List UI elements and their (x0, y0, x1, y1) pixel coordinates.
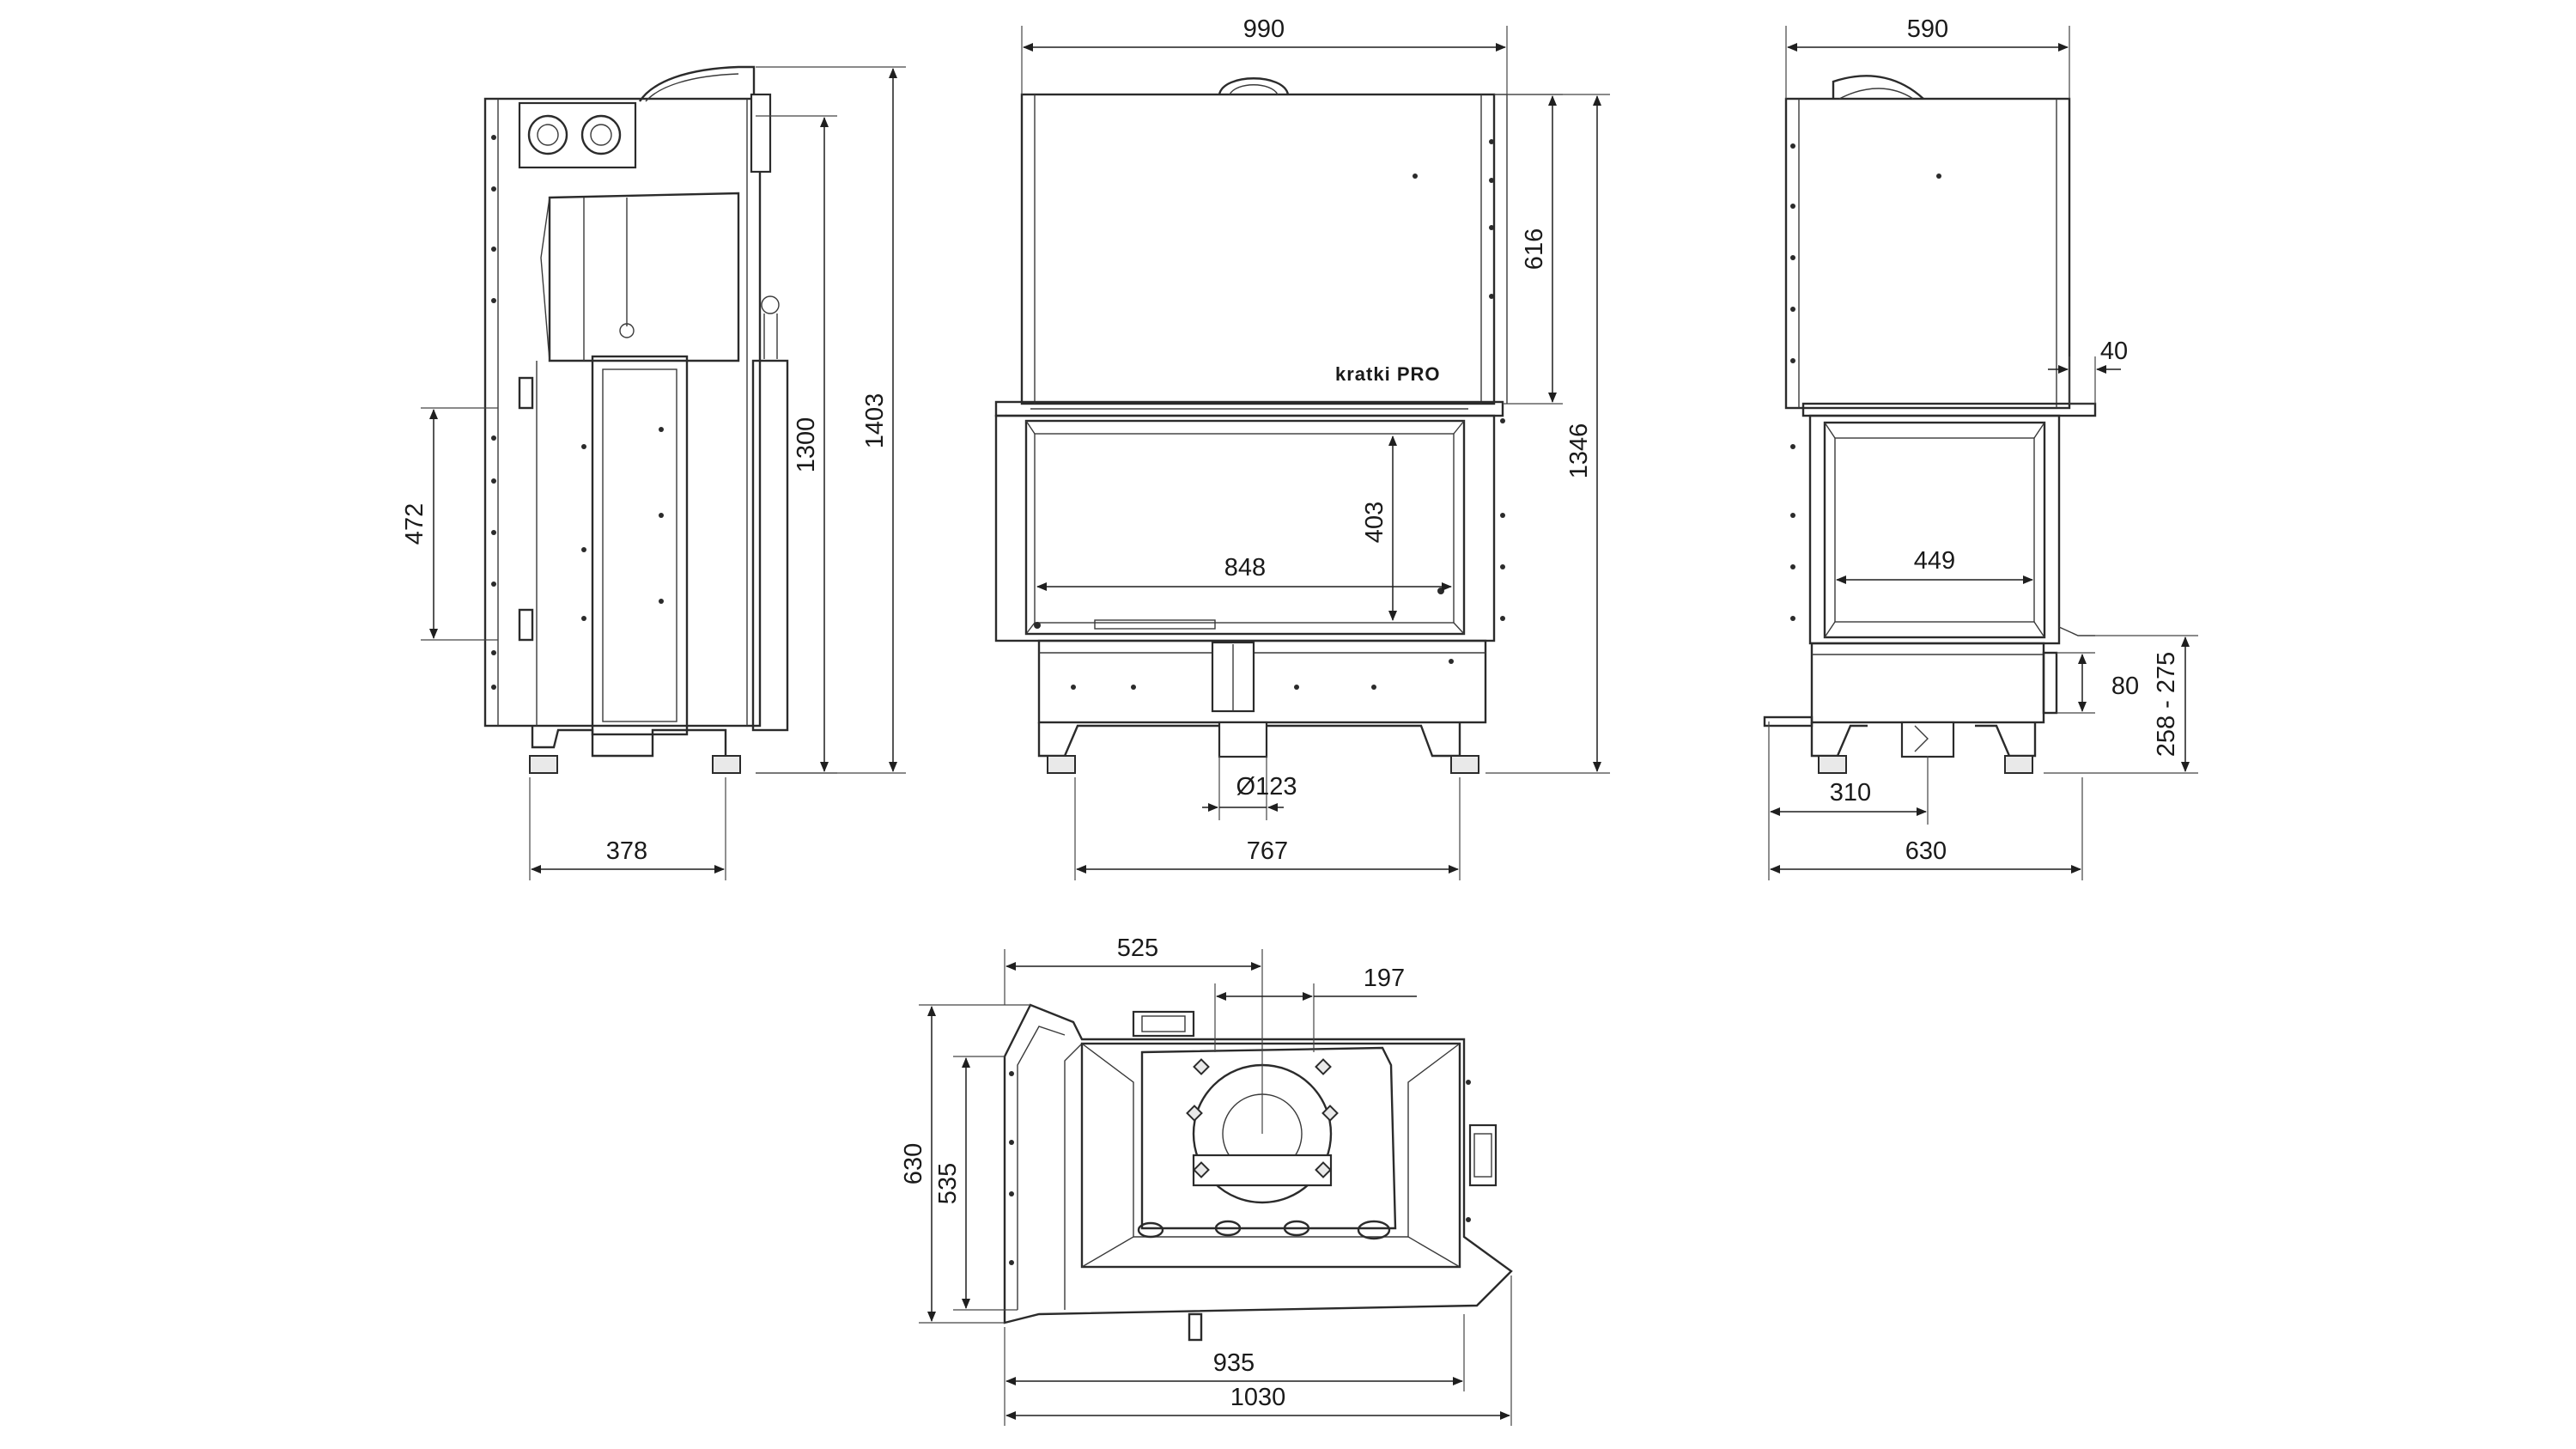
dim-outlet-diameter: Ø123 (1236, 773, 1297, 801)
dim-right-top-width: 590 (1907, 15, 1948, 43)
dim-offset-40: 40 (2100, 338, 2128, 365)
brand-logo: kratki PRO (1335, 363, 1441, 385)
dim-top-width-935: 935 (1213, 1349, 1255, 1377)
dim-front-total-height: 1346 (1565, 423, 1593, 479)
side-view: 472 1300 1403 378 (401, 65, 906, 880)
dim-feet-span: 767 (1247, 837, 1288, 865)
dim-glass-width: 848 (1224, 554, 1266, 581)
dim-inlet-offset: 310 (1830, 779, 1871, 807)
front-view: kratki PRO (994, 15, 1610, 880)
dim-top-depth-535: 535 (934, 1163, 962, 1204)
dim-top-525: 525 (1117, 935, 1158, 962)
dim-total-height: 1403 (861, 393, 889, 449)
dim-inlet-80: 80 (2111, 673, 2139, 700)
dim-top-width-1030: 1030 (1230, 1384, 1286, 1411)
dim-right-bottom-width: 630 (1905, 837, 1947, 865)
dim-right-glass-width: 449 (1914, 547, 1955, 575)
dim-glass-height: 403 (1361, 502, 1388, 543)
top-view: 525 197 630 535 935 1030 (900, 935, 1513, 1426)
dim-door-height: 472 (401, 503, 428, 545)
dim-top-depth-630: 630 (900, 1143, 927, 1184)
dim-front-upper-height: 616 (1521, 228, 1548, 270)
right-view: 590 40 449 80 258 - 275 310 630 (1763, 15, 2198, 880)
dim-top-197: 197 (1364, 965, 1405, 992)
dim-side-bottom-width: 378 (606, 837, 647, 865)
dim-inlet-range: 258 - 275 (2153, 652, 2180, 758)
dim-front-top-width: 990 (1243, 15, 1285, 43)
dim-body-height: 1300 (793, 417, 820, 473)
